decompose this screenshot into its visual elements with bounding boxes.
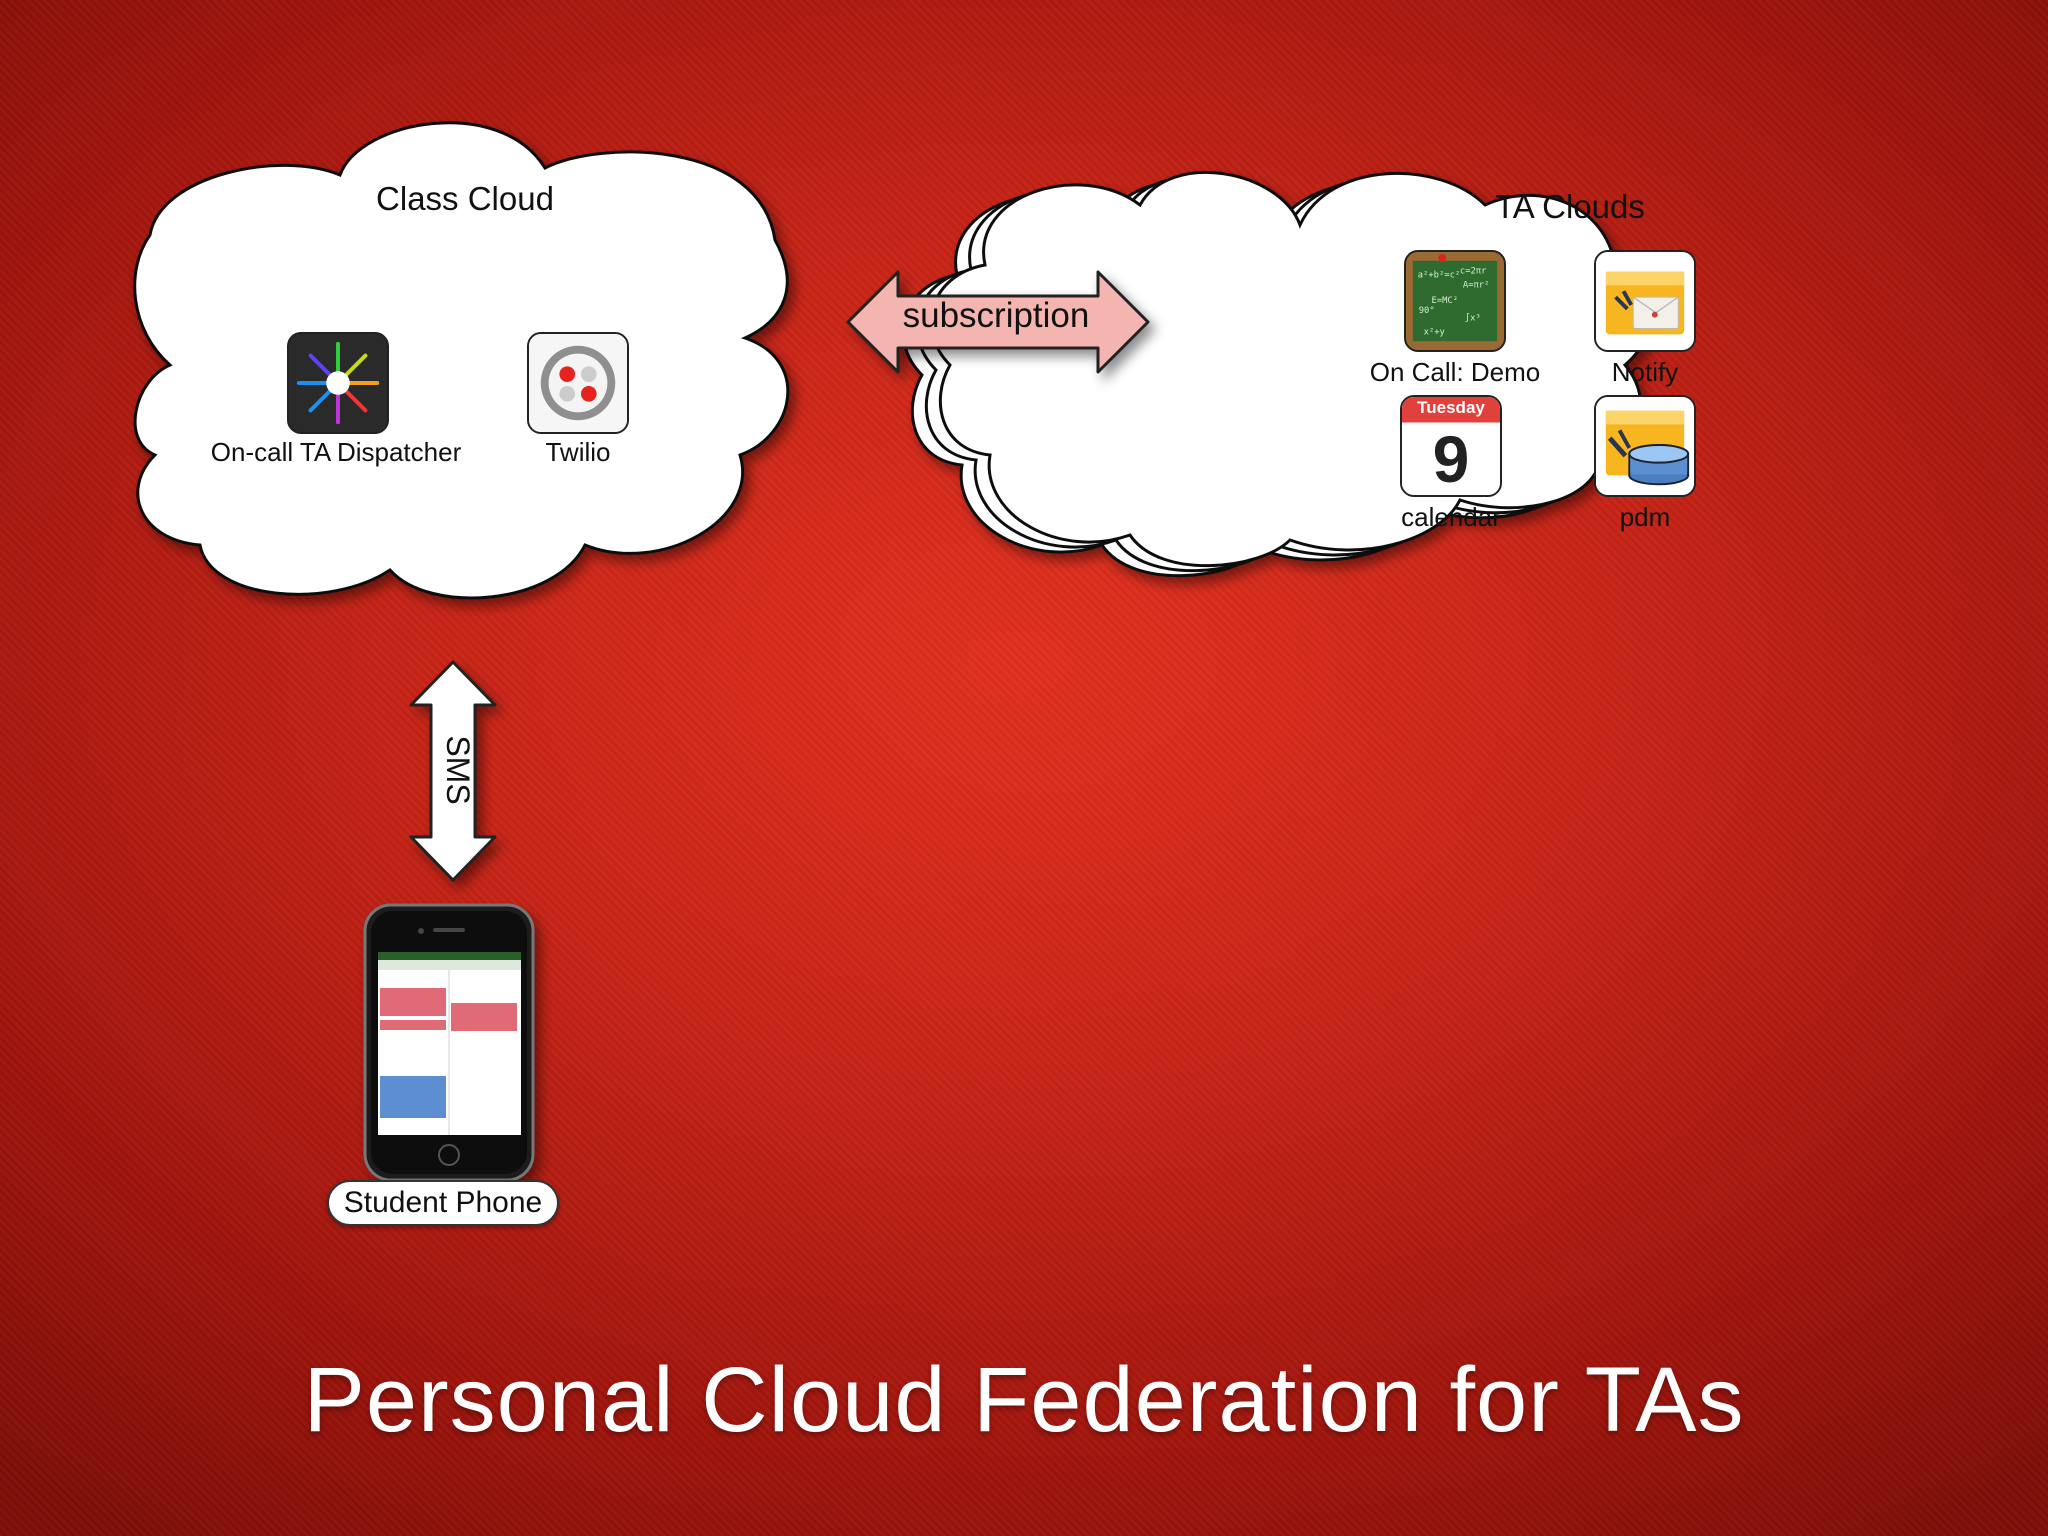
svg-text:A=πr²: A=πr² — [1463, 280, 1490, 290]
svg-text:∫x³: ∫x³ — [1465, 313, 1481, 324]
calendar-date: 9 — [1432, 422, 1470, 496]
ta-clouds-title: TA Clouds — [1495, 188, 1645, 225]
dispatcher-label: On-call TA Dispatcher — [210, 437, 462, 467]
subscription-arrow — [846, 270, 1150, 374]
svg-text:E=MC²: E=MC² — [1431, 296, 1458, 306]
svg-text:a²+b²=c²: a²+b²=c² — [1418, 270, 1460, 280]
pdm-database-icon[interactable] — [1594, 395, 1696, 497]
notify-envelope-icon[interactable] — [1594, 250, 1696, 352]
calendar-label: calendar — [1401, 502, 1501, 532]
svg-text:c=2πr: c=2πr — [1460, 267, 1487, 277]
calendar-icon[interactable]: Tuesday 9 — [1400, 395, 1502, 497]
pdm-label: pdm — [1619, 502, 1671, 532]
chalkboard-icon[interactable]: a²+b²=c² c=2πr A=πr² E=MC² 90° ∫x³ x²+y — [1404, 250, 1506, 352]
twilio-logo-icon[interactable] — [527, 332, 629, 434]
twilio-label: Twilio — [545, 437, 611, 467]
notify-label: Notify — [1611, 357, 1679, 387]
svg-text:90°: 90° — [1419, 306, 1435, 316]
student-phone-label: Student Phone — [327, 1180, 559, 1226]
sms-label: SMS — [440, 735, 476, 805]
slide-title: Personal Cloud Federation for TAs — [303, 1349, 1745, 1451]
class-cloud-title: Class Cloud — [376, 180, 554, 217]
sms-arrow — [409, 660, 497, 882]
calendar-day: Tuesday — [1417, 398, 1485, 417]
student-phone — [363, 903, 535, 1182]
class-cloud — [133, 121, 790, 600]
on-call-demo-label: On Call: Demo — [1369, 357, 1541, 387]
svg-text:x²+y: x²+y — [1424, 327, 1445, 337]
dispatcher-arrows-icon[interactable] — [287, 332, 389, 434]
subscription-label: subscription — [902, 296, 1090, 335]
